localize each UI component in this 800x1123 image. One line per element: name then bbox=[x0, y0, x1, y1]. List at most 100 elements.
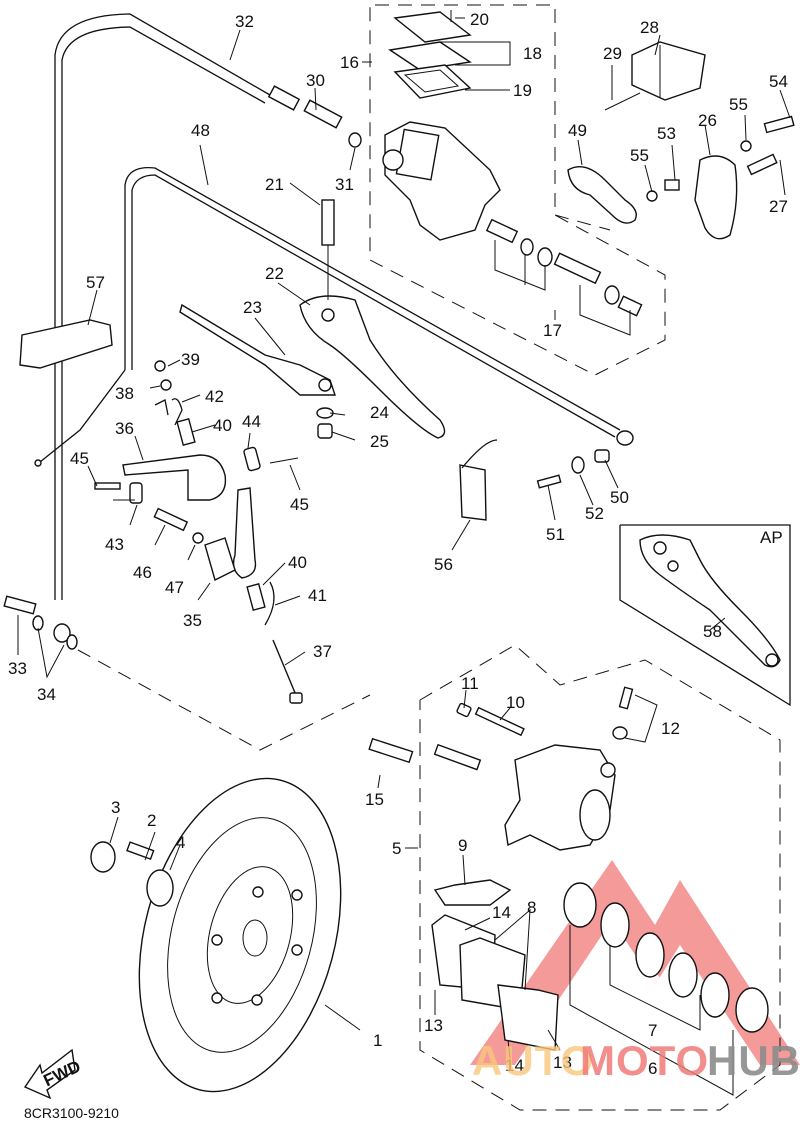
callout-45b: 45 bbox=[290, 495, 309, 514]
brake-hose-32 bbox=[54, 13, 271, 600]
washer-34b bbox=[66, 634, 78, 650]
brake-switch bbox=[631, 41, 706, 101]
callout-55b: 55 bbox=[729, 95, 748, 114]
brake-disc-group bbox=[90, 777, 342, 1093]
brake-lever-58 bbox=[639, 534, 781, 668]
disc-hub bbox=[206, 866, 294, 1004]
seal-7d bbox=[700, 972, 730, 1018]
washer-55 bbox=[646, 190, 658, 202]
diagram-code: 8CR3100-9210 bbox=[24, 1105, 119, 1121]
callout-33: 33 bbox=[8, 659, 27, 678]
clip-41 bbox=[264, 581, 275, 626]
watermark-logo-triangle bbox=[470, 860, 800, 1065]
diaphragm-inner bbox=[403, 69, 460, 93]
disc-bolt-holes bbox=[211, 886, 303, 1006]
joint-44 bbox=[243, 446, 261, 472]
washer-52 bbox=[571, 456, 585, 474]
washer-34a bbox=[32, 615, 44, 631]
callout-21: 21 bbox=[265, 175, 284, 194]
lever-35 bbox=[232, 487, 257, 579]
callout-34: 34 bbox=[37, 685, 56, 704]
callout-42: 42 bbox=[205, 387, 224, 406]
collar-50 bbox=[594, 449, 610, 463]
callout-14b: 14 bbox=[505, 1056, 524, 1075]
callout-9: 9 bbox=[458, 836, 467, 855]
callout-15: 15 bbox=[365, 790, 384, 809]
brake-rod-23 bbox=[179, 303, 336, 396]
callout-16: 16 bbox=[340, 53, 359, 72]
callout-44: 44 bbox=[242, 412, 261, 431]
callout-29: 29 bbox=[603, 44, 622, 63]
callout-50: 50 bbox=[610, 488, 629, 507]
callout-13b: 13 bbox=[553, 1053, 572, 1072]
callout-41: 41 bbox=[308, 586, 327, 605]
seal-7b bbox=[635, 932, 665, 978]
callout-54: 54 bbox=[769, 72, 788, 91]
pin-43 bbox=[129, 482, 143, 504]
hose-clamp bbox=[19, 319, 113, 369]
nut-25 bbox=[317, 423, 333, 439]
master-cylinder-group bbox=[369, 4, 666, 376]
caliper-piston-bore bbox=[579, 789, 611, 841]
rod-cable-48 bbox=[124, 166, 621, 438]
plug-11 bbox=[456, 702, 472, 718]
callout-27: 27 bbox=[769, 197, 788, 216]
bleed-screw bbox=[618, 686, 634, 710]
pad-spring-9 bbox=[433, 879, 512, 906]
callout-39: 39 bbox=[181, 350, 200, 369]
caliper-group bbox=[368, 644, 781, 1111]
ap-inset bbox=[619, 524, 791, 707]
callout-31: 31 bbox=[335, 175, 354, 194]
rod-37-end bbox=[289, 692, 303, 704]
callout-40a: 40 bbox=[213, 416, 232, 435]
callout-6: 6 bbox=[648, 1059, 657, 1078]
callout-28: 28 bbox=[640, 18, 659, 37]
group-16-outline bbox=[369, 4, 666, 376]
callout-22: 22 bbox=[265, 264, 284, 283]
spring-42 bbox=[154, 398, 183, 426]
pin-40b bbox=[246, 582, 266, 612]
seal-7a bbox=[600, 902, 630, 948]
callout-3: 3 bbox=[111, 798, 120, 817]
collar-53 bbox=[664, 179, 680, 191]
bolt-15 bbox=[368, 737, 414, 764]
reservoir-cap bbox=[393, 11, 472, 43]
disc-inner-ring bbox=[167, 817, 317, 1053]
callout-13a: 13 bbox=[424, 1016, 443, 1035]
callout-30: 30 bbox=[306, 71, 325, 90]
ap-inset-frame bbox=[619, 524, 791, 707]
hose-union-30 bbox=[303, 99, 343, 129]
cotter-pin-45b bbox=[269, 457, 299, 464]
fwd-direction-arrow: FWD bbox=[23, 1048, 84, 1100]
cover-56 bbox=[459, 464, 487, 521]
callout-51: 51 bbox=[546, 525, 565, 544]
small-parts-right bbox=[459, 439, 610, 521]
callout-40b: 40 bbox=[288, 553, 307, 572]
callout-58: 58 bbox=[703, 622, 722, 641]
brake-lever-assembly bbox=[179, 199, 446, 439]
pedal-bracket bbox=[694, 155, 738, 240]
callout-10: 10 bbox=[506, 693, 525, 712]
callout-26: 26 bbox=[698, 111, 717, 130]
watermark-text: AUTO MOTO HUB bbox=[472, 1037, 800, 1084]
reservoir-body bbox=[395, 128, 440, 181]
bolt-21 bbox=[321, 199, 335, 246]
callout-45a: 45 bbox=[70, 449, 89, 468]
nut-47 bbox=[192, 532, 204, 544]
cap-plate bbox=[388, 41, 472, 71]
callout-19: 19 bbox=[513, 81, 532, 100]
washer-31 bbox=[348, 132, 362, 148]
bolt-33 bbox=[3, 595, 37, 615]
washer-38 bbox=[160, 379, 172, 391]
pedal-arm bbox=[567, 166, 637, 224]
piston-kit bbox=[485, 218, 643, 336]
callout-14a: 14 bbox=[492, 903, 511, 922]
callout-4: 4 bbox=[176, 833, 185, 852]
hoses bbox=[19, 13, 634, 600]
callout-12: 12 bbox=[661, 719, 680, 738]
nut-39 bbox=[154, 360, 166, 372]
cable-lower-end bbox=[39, 369, 126, 463]
bolt-caliper bbox=[433, 743, 482, 771]
callout-55a: 55 bbox=[630, 146, 649, 165]
